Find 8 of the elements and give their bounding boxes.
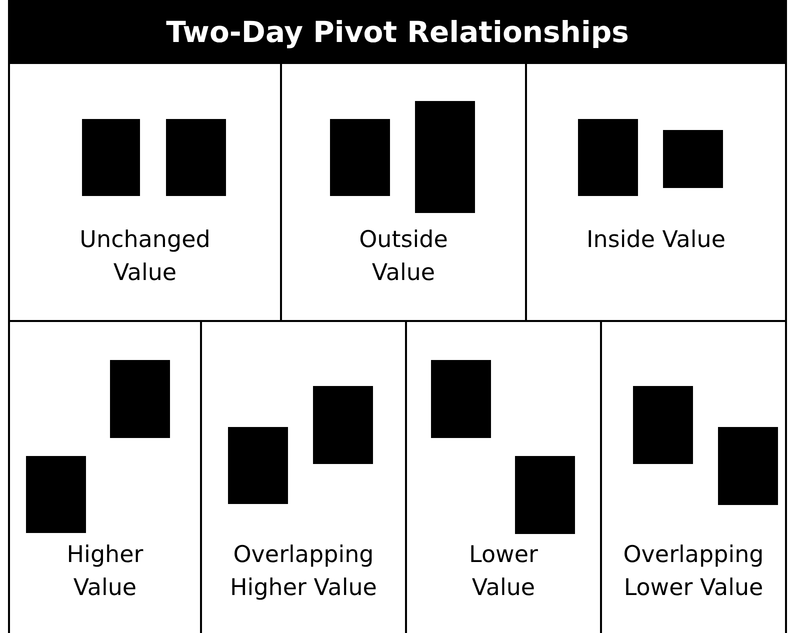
- cell-label: Higher Value: [66, 541, 144, 603]
- cell-label: Outside Value: [358, 226, 449, 288]
- cell-label: Overlapping Lower Value: [622, 541, 765, 603]
- title-banner: Two-Day Pivot Relationships: [8, 0, 787, 64]
- cell-label: Unchanged Value: [78, 226, 212, 288]
- cell-label: Inside Value: [586, 226, 726, 255]
- cell-label: Lower Value: [468, 541, 539, 603]
- cell-label: Overlapping Higher Value: [229, 541, 378, 603]
